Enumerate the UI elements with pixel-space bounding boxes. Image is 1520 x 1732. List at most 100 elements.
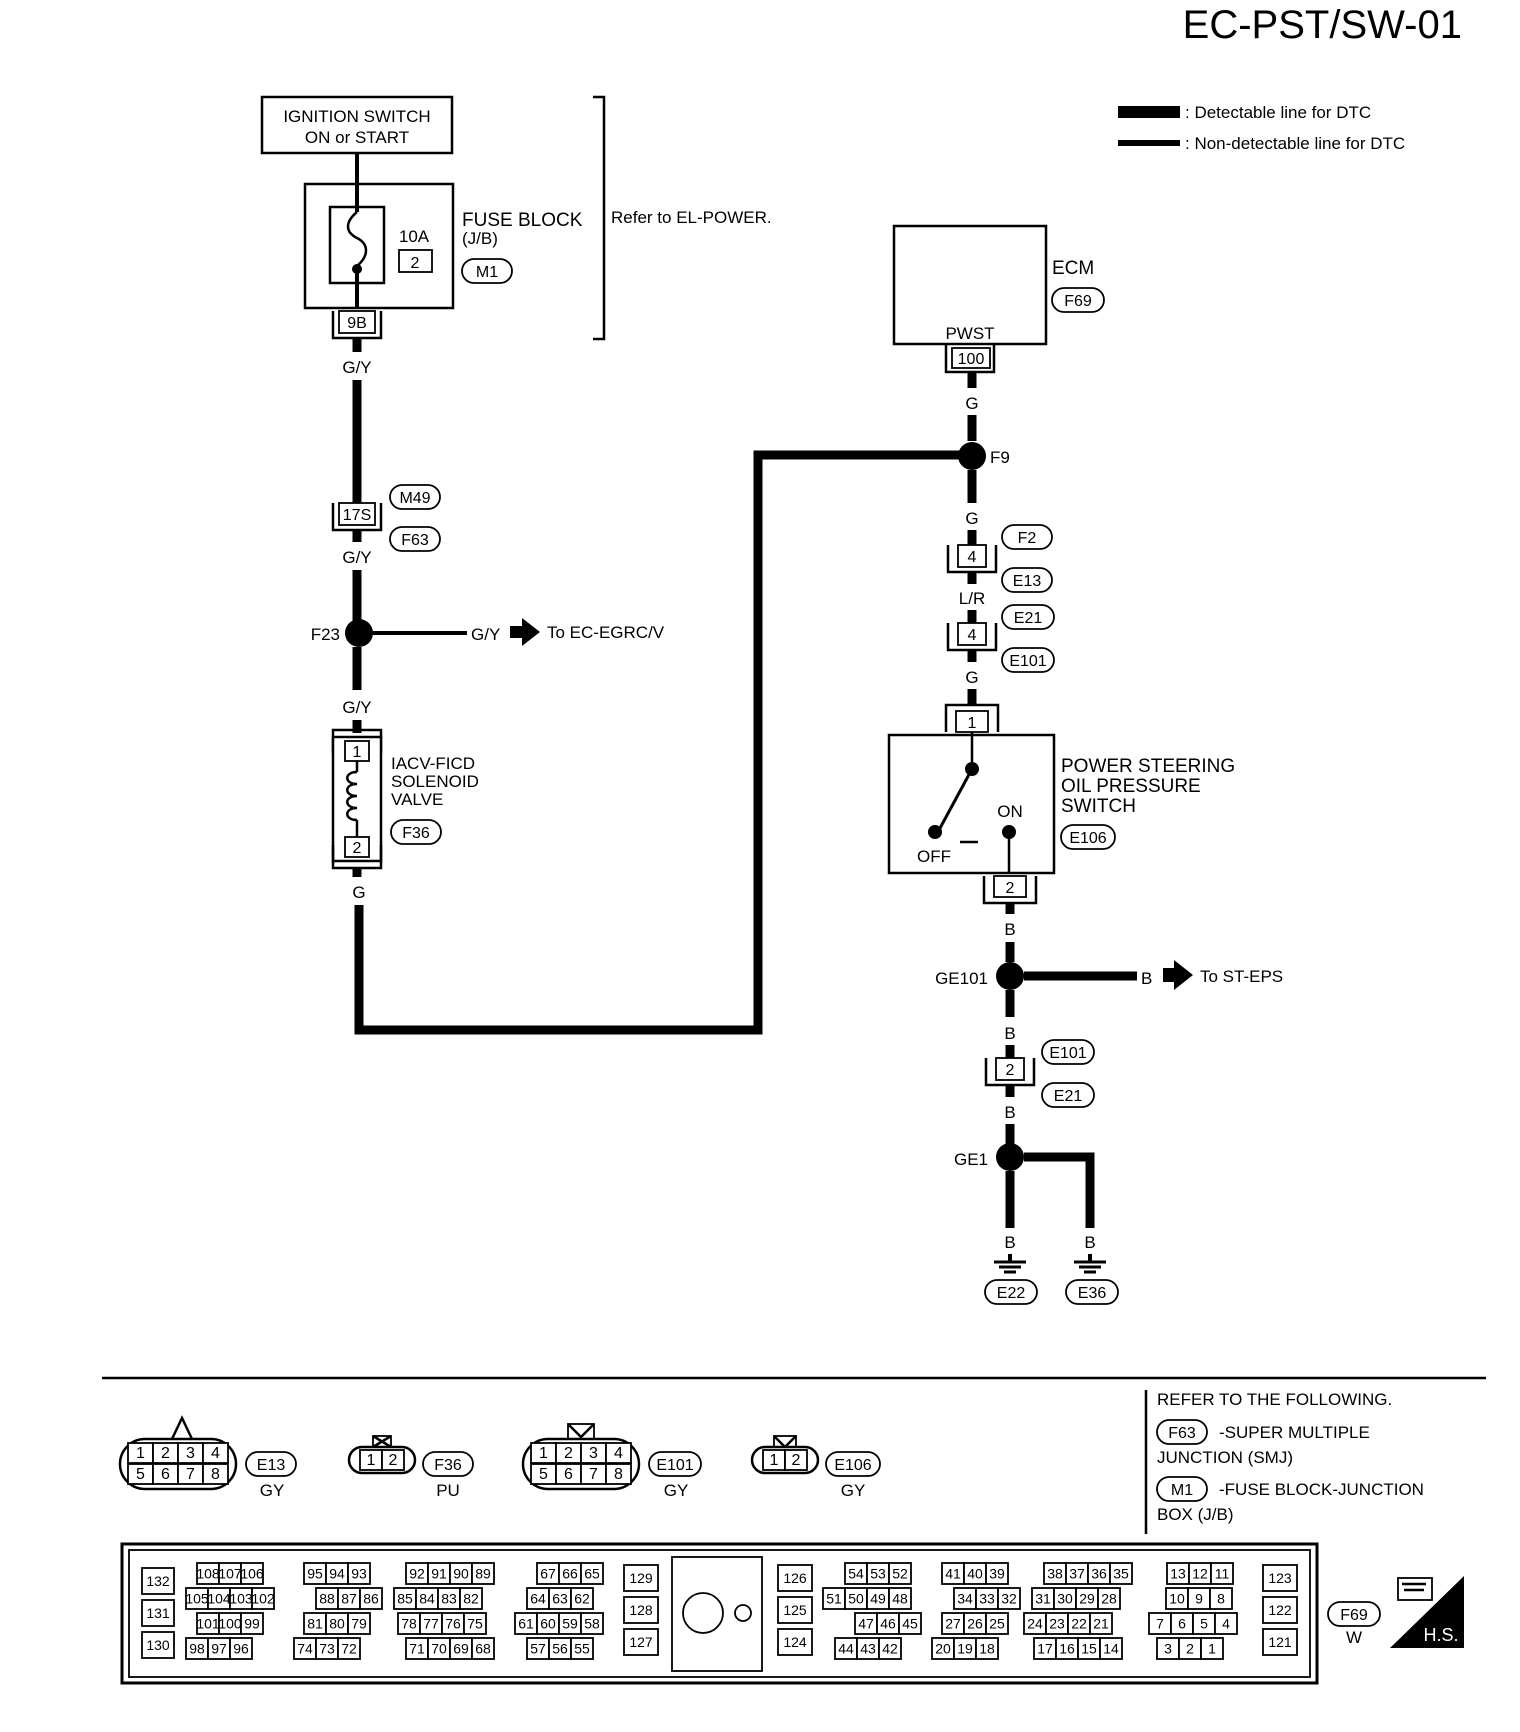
ecm-pin-18-cell xyxy=(975,1637,999,1660)
ecm-pin-86-cell xyxy=(359,1587,383,1610)
e106-pin-1: 1 xyxy=(770,1452,779,1469)
refer-text-jb-1: -FUSE BLOCK-JUNCTION xyxy=(1219,1480,1424,1499)
legend-non-detectable: : Non-detectable line for DTC xyxy=(1185,134,1405,153)
face-e106-color: GY xyxy=(841,1481,866,1500)
ecm-pin-68-cell xyxy=(471,1637,495,1660)
f36-pin-1: 1 xyxy=(367,1452,376,1469)
ecm-pin-128-cell xyxy=(623,1596,659,1624)
ecm-pin-87: 87 xyxy=(341,1591,357,1607)
fuse-block-sub: (J/B) xyxy=(462,229,498,248)
e13-pin-8: 8 xyxy=(211,1466,220,1483)
ecm-pin-66: 66 xyxy=(562,1566,578,1582)
ecm-pin-84: 84 xyxy=(419,1591,435,1607)
ecm-pin-62-cell xyxy=(570,1587,594,1610)
ecm-pin-86: 86 xyxy=(363,1591,379,1607)
ecm-pin-41: 41 xyxy=(945,1566,961,1582)
refer-text-smj-2: JUNCTION (SMJ) xyxy=(1157,1448,1293,1467)
ecm-pin-69: 69 xyxy=(453,1641,469,1657)
ecm-pin-59: 59 xyxy=(562,1616,578,1632)
ecm-pin-98: 98 xyxy=(189,1641,205,1657)
ecm-pin-94: 94 xyxy=(329,1566,345,1582)
refer-text-jb-2: BOX (J/B) xyxy=(1157,1505,1234,1524)
ecm-pin-19: 19 xyxy=(957,1641,973,1657)
ecm-pin-96: 96 xyxy=(233,1641,249,1657)
wire-color-g-ecm: G xyxy=(965,394,978,413)
ecm-pin-8-cell xyxy=(1209,1587,1233,1610)
ecm-pin-3: 3 xyxy=(1164,1641,1172,1657)
page-code: EC-PST/SW-01 xyxy=(1183,3,1462,47)
ps-switch-label-2: OIL PRESSURE xyxy=(1061,776,1201,797)
fuse-block-connector: M1 xyxy=(476,264,498,281)
ecm-pin-4-cell xyxy=(1214,1612,1238,1635)
ecm-pin-99-cell xyxy=(240,1612,264,1635)
fuse-icon xyxy=(346,211,368,267)
ecm-pin-46: 46 xyxy=(880,1616,896,1632)
connector-f2: F2 xyxy=(1018,530,1037,547)
ecm-pin-39: 39 xyxy=(989,1566,1005,1582)
wire-color-gy-2: G/Y xyxy=(342,548,371,567)
wire-color-b-switch: B xyxy=(1004,920,1015,939)
e101-pin-8-cell xyxy=(605,1463,632,1485)
wire-color-g-f9: G xyxy=(965,509,978,528)
joint-f2-terminal: 4 xyxy=(968,549,977,566)
fuse-number-box xyxy=(398,249,433,273)
ecm-pin-31: 31 xyxy=(1035,1591,1051,1607)
e13-pin-3: 3 xyxy=(186,1445,195,1462)
refer-following-heading: REFER TO THE FOLLOWING. xyxy=(1157,1390,1392,1409)
ecm-pin-89-cell xyxy=(471,1562,495,1585)
splice-ge1 xyxy=(996,1143,1024,1171)
switch-lever-icon xyxy=(937,768,974,831)
ps-switch-on: ON xyxy=(997,802,1023,821)
e13-pin-2: 2 xyxy=(161,1445,170,1462)
ecm-pin-70: 70 xyxy=(431,1641,447,1657)
ecm-terminal-name: PWST xyxy=(945,324,994,343)
ecm-pin-79-cell xyxy=(347,1612,371,1635)
fuse-block-connector-tag xyxy=(461,258,513,284)
face-e106-code: E106 xyxy=(834,1457,871,1474)
refer-text-smj-1: -SUPER MULTIPLE xyxy=(1219,1423,1370,1442)
connector-f63: F63 xyxy=(401,532,429,549)
ecm-pin-91: 91 xyxy=(431,1566,447,1582)
ecm-terminal-100: 100 xyxy=(958,351,985,368)
ecm-pin-57: 57 xyxy=(530,1641,546,1657)
ecm-pin-121: 121 xyxy=(1268,1634,1292,1650)
e13-pin-1: 1 xyxy=(136,1445,145,1462)
connector-e21b: E21 xyxy=(1054,1088,1083,1105)
refer-el-power: Refer to EL-POWER. xyxy=(611,208,772,227)
ecm-pin-76: 76 xyxy=(445,1616,461,1632)
ecm-pin-73: 73 xyxy=(319,1641,335,1657)
line-legend: : Detectable line for DTC : Non-detectab… xyxy=(1118,103,1405,153)
ecm-pin-95: 95 xyxy=(307,1566,323,1582)
f36-pin-2-cell xyxy=(381,1449,405,1471)
ecm-pin-105: 105 xyxy=(185,1591,209,1607)
ecm-pin-50: 50 xyxy=(848,1591,864,1607)
ecm-pin-81: 81 xyxy=(307,1616,323,1632)
wire-g-loop xyxy=(354,450,972,1035)
ecm-pin-67: 67 xyxy=(540,1566,556,1582)
f36-pin-2: 2 xyxy=(389,1452,398,1469)
ecm-pin-2: 2 xyxy=(1186,1641,1194,1657)
ecm-pin-55: 55 xyxy=(574,1641,590,1657)
ecm-pin-127-cell xyxy=(623,1628,659,1656)
ecm-pin-14-cell xyxy=(1099,1637,1123,1660)
ecm-face-code: F69 xyxy=(1340,1607,1368,1624)
face-f36-code: F36 xyxy=(434,1457,462,1474)
ecm-pin-52-cell xyxy=(888,1562,912,1585)
e101-pin-4-cell xyxy=(605,1442,632,1464)
refer-code-m1: M1 xyxy=(1171,1482,1193,1499)
ps-switch-pin-1: 1 xyxy=(968,715,977,732)
face-f36-color: PU xyxy=(436,1481,460,1500)
ps-switch-pin-2: 2 xyxy=(1006,880,1015,897)
refer-bracket xyxy=(593,95,606,341)
ecm-pin-15: 15 xyxy=(1081,1641,1097,1657)
ecm-pin-29: 29 xyxy=(1079,1591,1095,1607)
ecm-pin-62: 62 xyxy=(574,1591,590,1607)
ecm-pin-124-cell xyxy=(777,1628,813,1656)
hs-badge-text: H.S. xyxy=(1423,1625,1458,1645)
e13-pin-8-cell xyxy=(202,1463,229,1485)
e13-pin-6: 6 xyxy=(161,1466,170,1483)
face-e13-code: E13 xyxy=(257,1457,286,1474)
ecm-pin-12: 12 xyxy=(1192,1566,1208,1582)
ecm-pin-16: 16 xyxy=(1059,1641,1075,1657)
splice-f23 xyxy=(345,619,373,647)
